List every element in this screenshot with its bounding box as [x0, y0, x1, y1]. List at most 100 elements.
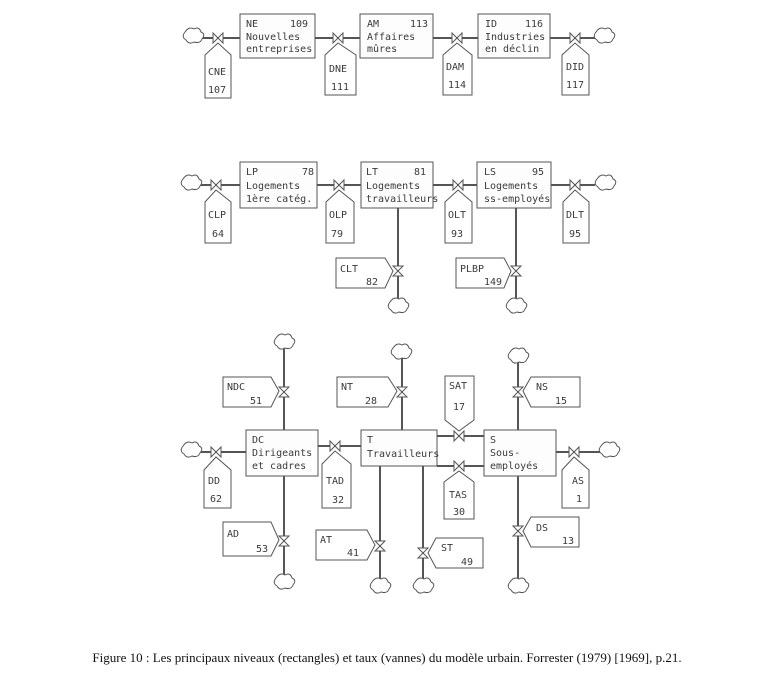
- source-cloud: [387, 297, 410, 314]
- rate-number: 111: [331, 82, 349, 93]
- rate-number: 51: [250, 396, 262, 407]
- rate-number: 149: [484, 277, 502, 288]
- stock-code: ID: [485, 19, 497, 30]
- rate-clt: CLT 82: [335, 257, 405, 289]
- stock-code: S: [490, 435, 496, 446]
- rate-code: AD: [227, 529, 239, 540]
- rate-number: 114: [448, 80, 466, 91]
- rate-st: ST 49: [416, 537, 484, 569]
- rate-number: 17: [453, 402, 465, 413]
- stock-code: DC: [252, 435, 264, 446]
- stock-code: AM: [367, 19, 379, 30]
- row-enterprises: NE 109 Nouvelles entreprises AM 113 Affa…: [182, 13, 616, 99]
- rate-number: 28: [365, 396, 377, 407]
- rate-number: 49: [461, 557, 473, 568]
- rate-code: DNE: [329, 64, 347, 75]
- stock-code: NE: [246, 19, 258, 30]
- rate-number: 13: [562, 536, 574, 547]
- rate-number: 93: [451, 229, 463, 240]
- rate-nt: NT 28: [336, 376, 409, 408]
- rate-did: DID 117: [561, 31, 590, 96]
- source-cloud: [273, 333, 296, 350]
- stock-label-line1: Industries: [485, 32, 545, 43]
- stock-label-line2: employés: [490, 460, 538, 472]
- source-cloud: [182, 27, 205, 44]
- stock-number: 109: [290, 19, 308, 30]
- stock-executives: DC Dirigeants et cadres: [245, 429, 319, 477]
- stock-workers: T Travailleurs: [360, 429, 439, 467]
- figure-caption: Figure 10 : Les principaux niveaux (rect…: [92, 650, 682, 665]
- stock-declining-industries: ID 116 Industries en déclin: [477, 13, 551, 59]
- stock-number: 113: [410, 19, 428, 30]
- rate-code: AS: [572, 476, 584, 487]
- rate-number: 107: [208, 85, 226, 96]
- row-population: DC Dirigeants et cadres T Travailleurs S…: [180, 333, 621, 594]
- sink-cloud: [593, 27, 616, 44]
- urban-model-diagram: NE 109 Nouvelles entreprises AM 113 Affa…: [180, 13, 621, 594]
- rate-number: 79: [331, 229, 343, 240]
- rate-olt: OLT 93: [444, 178, 473, 244]
- rate-ndc: NDC 51: [222, 376, 291, 408]
- rate-code: DLT: [566, 210, 584, 221]
- stock-label-line2: et cadres: [252, 461, 306, 472]
- rate-number: 117: [566, 80, 584, 91]
- source-cloud: [180, 174, 203, 191]
- rate-plbp: PLBP 149: [455, 257, 523, 289]
- rate-code: NT: [341, 382, 353, 393]
- rate-code: CLP: [208, 210, 226, 221]
- stock-number: 95: [532, 167, 544, 178]
- rate-code: SAT: [449, 381, 467, 392]
- sink-cloud: [180, 441, 203, 458]
- stock-label-line2: travailleurs: [366, 194, 438, 205]
- rate-number: 95: [569, 229, 581, 240]
- sink-cloud: [369, 577, 392, 594]
- stock-number: 116: [525, 19, 543, 30]
- stock-label-line1: Logements: [246, 181, 300, 192]
- rate-number: 41: [347, 548, 359, 559]
- rate-number: 1: [576, 494, 582, 505]
- row-housing: LP 78 Logements 1ère catég. LT 81 Logeme…: [180, 161, 617, 314]
- stock-housing-category1: LP 78 Logements 1ère catég.: [239, 161, 318, 209]
- rate-at: AT 41: [315, 529, 387, 561]
- rate-cne: CNE 107: [204, 31, 232, 99]
- rate-tas: TAS 30: [443, 459, 475, 520]
- rate-number: 32: [332, 495, 344, 506]
- rate-ns: NS 15: [511, 376, 581, 408]
- sink-cloud: [598, 441, 621, 458]
- stock-number: 81: [414, 167, 426, 178]
- stock-code: T: [367, 435, 373, 446]
- rate-number: 62: [210, 494, 222, 505]
- rate-number: 53: [256, 544, 268, 555]
- rate-dlt: DLT 95: [562, 178, 590, 244]
- rate-number: 30: [453, 507, 465, 518]
- rate-code: NS: [536, 382, 548, 393]
- rate-tad: TAD 32: [321, 439, 352, 509]
- rate-number: 82: [366, 277, 378, 288]
- rate-code: NDC: [227, 382, 245, 393]
- sink-cloud: [412, 577, 435, 594]
- rate-code: DAM: [446, 62, 464, 73]
- rate-code: CLT: [340, 264, 358, 275]
- rate-clp: CLP 64: [204, 178, 232, 244]
- rate-code: TAS: [449, 490, 467, 501]
- rate-code: PLBP: [460, 264, 484, 275]
- rate-sat: SAT 17: [444, 375, 475, 443]
- sink-cloud: [273, 573, 296, 590]
- rate-code: CNE: [208, 67, 226, 78]
- rate-number: 64: [212, 229, 224, 240]
- rate-olp: OLP 79: [325, 178, 355, 244]
- stock-code: LS: [484, 167, 496, 178]
- stock-label-line1: Nouvelles: [246, 32, 300, 43]
- source-cloud: [507, 347, 530, 364]
- stock-label-line1: Sous-: [490, 448, 520, 459]
- stock-label-line2: en déclin: [485, 43, 539, 55]
- stock-number: 78: [302, 167, 314, 178]
- rate-dne: DNE 111: [324, 31, 357, 96]
- rate-number: 15: [555, 396, 567, 407]
- stock-code: LP: [246, 167, 258, 178]
- stock-new-enterprises: NE 109 Nouvelles entreprises: [239, 13, 316, 59]
- rate-code: OLP: [329, 210, 347, 221]
- stock-mature-businesses: AM 113 Affaires mûres: [359, 13, 434, 59]
- rate-code: TAD: [326, 476, 344, 487]
- stock-label-line1: Logements: [366, 181, 420, 192]
